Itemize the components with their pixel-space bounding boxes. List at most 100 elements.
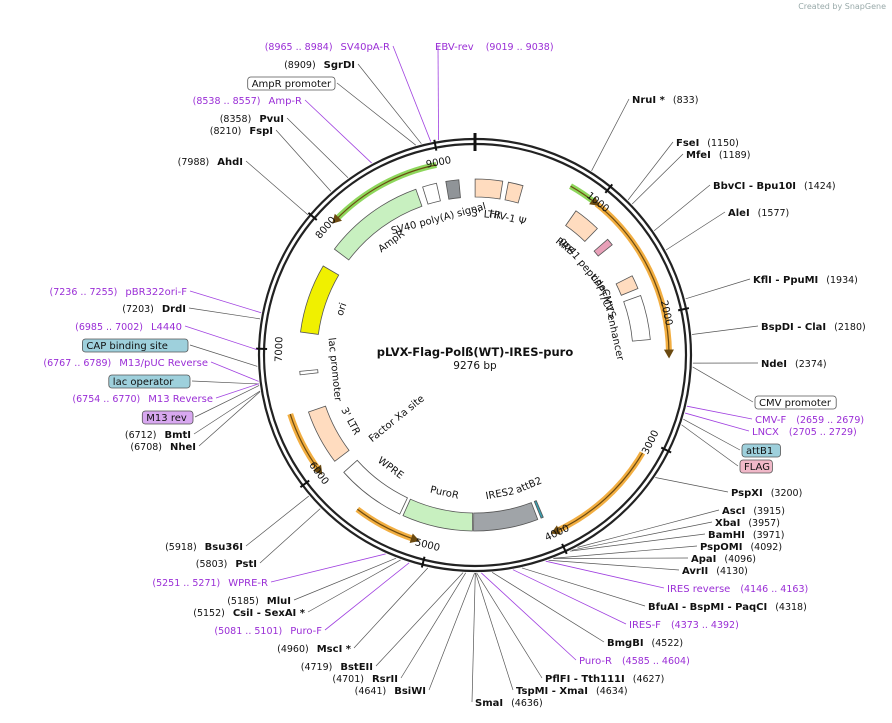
feature-sv40-poly-a-signal (422, 182, 441, 205)
site-tag-box (82, 338, 189, 353)
site-label: IRES-F(4373 .. 4392) (629, 620, 739, 631)
leader-line (521, 567, 646, 607)
leader-line (307, 559, 401, 613)
leader-line (665, 211, 726, 251)
leader-line (198, 391, 261, 447)
feature-label: HIV-1 Ψ (488, 209, 527, 228)
leader-line (631, 153, 684, 205)
leader-line (293, 557, 397, 601)
site-tag-box (108, 374, 191, 389)
feature-puror (402, 498, 474, 532)
feature-label: WPRE (375, 455, 405, 481)
site-label: (6712)BmtI (125, 430, 191, 441)
feature-rre (565, 210, 598, 243)
site-label: Puro-R(4585 .. 4604) (579, 656, 690, 667)
leader-line (570, 533, 706, 552)
leader-line (188, 307, 261, 320)
site-label: (5185)MluI (227, 596, 291, 607)
leader-line (392, 45, 432, 142)
site-label: BfuAI - BspMI - PaqCI(4318) (648, 602, 807, 613)
feature-tag-box (754, 395, 837, 410)
site-label: (5803)PstI (196, 559, 257, 570)
site-label: AscI(3915) (722, 506, 785, 517)
tick-mark (660, 446, 672, 454)
site-labels: NruI *(833)FseI(1150)MfeI(1189)BbvCI - B… (43, 42, 865, 709)
leader-line (324, 562, 410, 631)
leader-line (428, 572, 475, 691)
feature-dark-block (445, 179, 461, 200)
feature-tag-box (741, 443, 781, 458)
site-label: EBV-rev(9019 .. 9038) (435, 42, 554, 53)
site-tag: AmpR promoter (252, 79, 332, 90)
leader-line (194, 385, 260, 418)
site-label: (8965 .. 8984)SV40pA-R (265, 42, 390, 53)
tick-label: 1000 (584, 190, 611, 215)
leader-line (286, 117, 349, 179)
leader-line (475, 572, 514, 691)
leader-line (655, 477, 729, 493)
feature-lac-promoter (299, 369, 319, 376)
leader-line (491, 572, 605, 643)
site-label: BmgBI(4522) (607, 638, 683, 649)
backbone-ring (257, 133, 693, 573)
site-label: IRES reverse(4146 .. 4163) (667, 584, 808, 595)
tick-label: 5000 (414, 537, 441, 554)
site-label: KflI - PpuMI(1934) (753, 275, 858, 286)
leader-line (691, 325, 759, 335)
feature-tag: FLAG (744, 462, 770, 473)
site-label: (7236 .. 7255)pBR322ori-F (50, 287, 188, 298)
leader-line (270, 553, 386, 583)
primer-arcs (287, 161, 674, 543)
leader-line (545, 560, 665, 589)
site-label: (7203)DrdI (122, 304, 186, 315)
tick-label: 4000 (543, 523, 571, 544)
site-label: (4719)BstEII (301, 662, 373, 673)
primer-arc-core (356, 508, 415, 540)
plasmid-name: pLVX-Flag-Polß(WT)-IRES-puro (377, 345, 574, 359)
leader-line (437, 45, 439, 141)
site-label: (6767 .. 6789)M13/pUC Reverse (43, 358, 208, 369)
site-label: (5251 .. 5271)WPRE-R (152, 578, 268, 589)
leader-line (686, 405, 753, 420)
site-label: PspOMI(4092) (700, 542, 782, 553)
site-label: NruI *(833) (632, 95, 698, 106)
site-label: (4960)MscI * (277, 644, 352, 655)
leader-line (193, 390, 261, 435)
feature-label: IRES2 (485, 486, 515, 502)
site-label: (6754 .. 6770)M13 Reverse (72, 394, 213, 405)
leader-line (215, 383, 260, 399)
leader-line (577, 509, 720, 548)
leader-line (259, 508, 321, 564)
primer-arrowhead (409, 533, 420, 543)
primer-arc-core (335, 164, 437, 220)
leader-line (357, 63, 422, 144)
feature-tag: CMV-F(2659 .. 2679) (755, 415, 864, 426)
tick-label: 9000 (425, 155, 452, 171)
tick-mark (299, 479, 310, 489)
leader-line (571, 521, 713, 551)
feature-3-ltr-u3- (307, 405, 350, 462)
leader-line (245, 160, 309, 216)
leader-line (184, 325, 258, 351)
primer-arrowhead (332, 213, 342, 224)
site-tag: lac operator (113, 377, 174, 388)
leader-line (553, 545, 698, 559)
feature-tag-box (739, 459, 773, 474)
feature-label: 3' LTR (471, 208, 501, 221)
feature-label: lac promoter (325, 337, 343, 403)
site-label: (4701)RsrII (332, 674, 398, 685)
feature-tag: LNCX(2705 .. 2729) (752, 427, 857, 438)
leader-line (336, 82, 417, 146)
site-label: (4641)BsiWI (355, 686, 426, 697)
leader-line (681, 424, 739, 467)
leader-line (685, 278, 751, 300)
leader-line (548, 559, 680, 571)
site-label: TspMI - XmaI(4634) (516, 686, 628, 697)
tick-mark (307, 212, 318, 221)
leader-line (189, 344, 258, 367)
feature-label: CMV enhancer (599, 288, 626, 362)
leader-line (400, 572, 466, 679)
feature-ampr (333, 188, 423, 261)
site-label: AvrII(4130) (682, 566, 748, 577)
